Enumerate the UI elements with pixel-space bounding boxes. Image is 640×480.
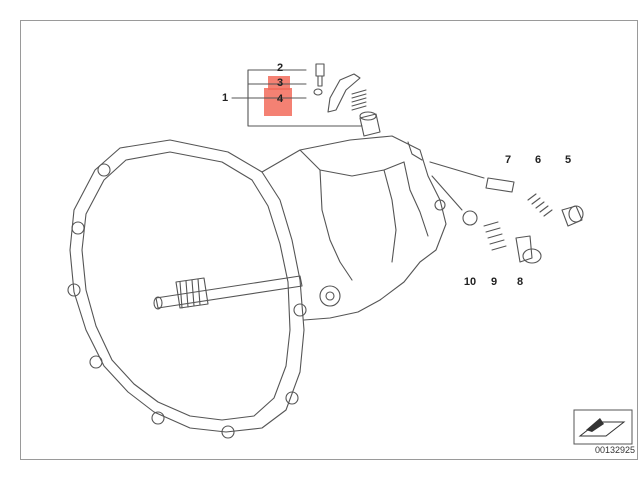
callout-5: 5 bbox=[564, 154, 572, 166]
part-8-plug bbox=[515, 235, 533, 263]
input-shaft bbox=[155, 275, 303, 309]
lever-bracket bbox=[327, 73, 361, 113]
view-direction-arrow-icon bbox=[573, 409, 633, 445]
part-2-bolt bbox=[315, 63, 325, 87]
part-9-spring bbox=[483, 221, 507, 251]
part-3-washer bbox=[313, 88, 323, 96]
callout-1: 1 bbox=[221, 92, 229, 104]
highlight-box-4 bbox=[264, 88, 292, 116]
part-10-ball bbox=[462, 210, 478, 226]
callout-8: 8 bbox=[516, 276, 524, 288]
callout-6: 6 bbox=[534, 154, 542, 166]
diagram-frame bbox=[20, 20, 638, 460]
callout-9: 9 bbox=[490, 276, 498, 288]
part-6-spring bbox=[527, 193, 553, 217]
bell-housing bbox=[69, 139, 305, 433]
part-5-plug bbox=[561, 205, 583, 227]
gearbox-body bbox=[261, 135, 447, 321]
callout-4: 4 bbox=[276, 93, 284, 105]
reference-code: 00132925 bbox=[594, 445, 635, 455]
callout-7: 7 bbox=[504, 154, 512, 166]
callout-2: 2 bbox=[276, 62, 284, 74]
part-7-pin bbox=[485, 177, 515, 193]
callout-3: 3 bbox=[276, 77, 284, 89]
callout-10: 10 bbox=[463, 276, 477, 288]
highlight-box-3 bbox=[268, 76, 290, 90]
sleeve bbox=[359, 113, 381, 137]
part-4-spring bbox=[351, 89, 367, 111]
